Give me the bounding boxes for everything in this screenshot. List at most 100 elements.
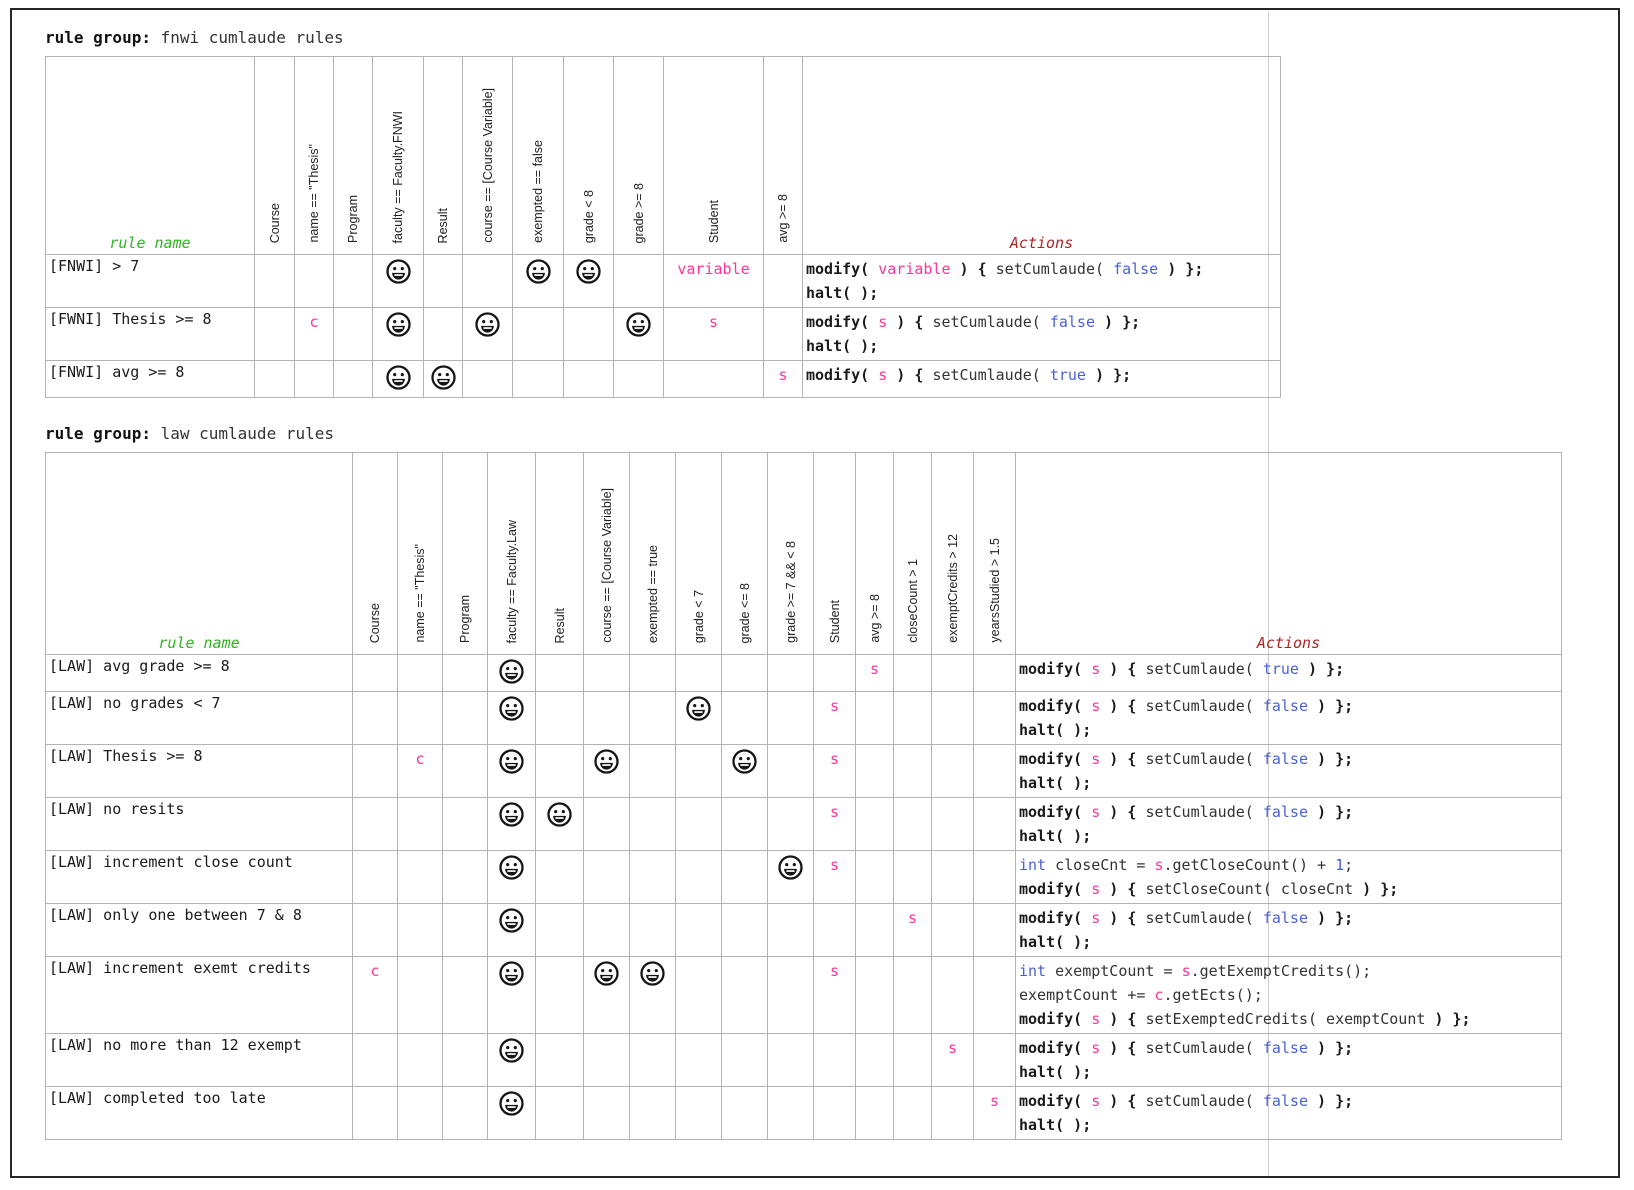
smiley-icon: [499, 1091, 524, 1116]
condition-cell: [535, 744, 584, 798]
condition-column-header: Program: [333, 56, 373, 255]
condition-column-header: yearsStudied > 1.5: [973, 452, 1016, 655]
action-code-line: modify( s ) { setCumlaude( true ) };: [1019, 657, 1558, 681]
condition-cell: [629, 956, 676, 1034]
condition-cell: [487, 654, 536, 692]
actions-cell: modify( s ) { setCumlaude( false ) };hal…: [802, 307, 1281, 361]
condition-cell: c: [397, 744, 443, 798]
code-token: setCumlaude(: [932, 366, 1050, 384]
condition-cell: [535, 1033, 584, 1087]
code-token: setCumlaude(: [1145, 803, 1263, 821]
code-token: halt( );: [1019, 827, 1092, 845]
rule-group-title: rule group: fnwi cumlaude rules: [45, 28, 1281, 47]
action-code-line: modify( s ) { setCumlaude( false ) };: [1019, 906, 1558, 930]
condition-cell: [767, 654, 814, 692]
condition-column-label: Course: [267, 202, 282, 243]
smiley-icon: [499, 659, 524, 684]
smiley-icon: [475, 312, 500, 337]
code-token: setCumlaude(: [932, 313, 1050, 331]
condition-column-label: Program: [346, 195, 360, 243]
code-token: false: [1262, 1092, 1308, 1110]
code-token: ) {: [887, 366, 933, 384]
smiley-icon: [686, 696, 711, 721]
rule-name-cell: [LAW] completed too late: [45, 1086, 353, 1140]
code-token: .getExemptCredits();: [1190, 962, 1372, 980]
condition-column-header: Student: [663, 56, 764, 255]
condition-cell: [675, 956, 722, 1034]
condition-column-header: course == [Course Variable]: [462, 56, 513, 255]
code-token: modify(: [1019, 1092, 1092, 1110]
condition-cell: [893, 797, 932, 851]
condition-cell: [931, 956, 974, 1034]
condition-cell: [613, 360, 664, 398]
condition-column-label: avg >= 8: [776, 194, 790, 243]
condition-cell: [333, 254, 373, 308]
code-token: true: [1262, 660, 1299, 678]
condition-cell: [973, 850, 1016, 904]
condition-cell: [613, 307, 664, 361]
condition-column-label: Course: [368, 602, 382, 643]
rule-name-cell: [FWNI] Thesis >= 8: [45, 307, 255, 361]
condition-column-label: grade < 8: [581, 189, 596, 243]
code-token: ) };: [1158, 260, 1204, 278]
code-token: s: [1091, 909, 1101, 927]
code-token: ) };: [1425, 1010, 1471, 1028]
condition-cell: [512, 307, 564, 361]
condition-column-header: faculty == Faculty.Law: [487, 452, 536, 655]
condition-column-header: closeCount > 1: [893, 452, 932, 655]
condition-cell: [535, 903, 584, 957]
condition-column-header: Program: [442, 452, 488, 655]
condition-cell: c: [294, 307, 334, 361]
condition-cell: [397, 1086, 443, 1140]
condition-column-label: exempted == false: [531, 140, 545, 243]
condition-cell: [462, 307, 513, 361]
actions-cell: int exemptCount = s.getExemptCredits();e…: [1015, 956, 1562, 1034]
rule-group-title: rule group: law cumlaude rules: [45, 424, 1562, 443]
condition-cell: [442, 850, 488, 904]
rule-name-cell: [LAW] Thesis >= 8: [45, 744, 353, 798]
condition-cell: [931, 654, 974, 692]
code-token: s: [1181, 962, 1191, 980]
condition-cell: [442, 744, 488, 798]
actions-header: Actions: [802, 56, 1281, 255]
condition-cell: [372, 360, 424, 398]
condition-cell: [583, 691, 630, 745]
condition-cell: [442, 654, 488, 692]
condition-cell: [442, 903, 488, 957]
code-token: ;: [1344, 856, 1354, 874]
action-code-line: modify( s ) { setCumlaude( true ) };: [806, 363, 1277, 387]
code-token: s: [878, 313, 888, 331]
code-token: setCumlaude(: [1145, 660, 1263, 678]
condition-cell: [583, 956, 630, 1034]
condition-column-header: name == "Thesis": [294, 56, 334, 255]
condition-cell: [767, 691, 814, 745]
code-token: ) };: [1095, 313, 1141, 331]
condition-cell: [352, 744, 398, 798]
condition-column-header: grade >= 8: [613, 56, 664, 255]
smiley-icon: [499, 802, 524, 827]
smiley-icon: [499, 961, 524, 986]
condition-cell: [397, 654, 443, 692]
condition-column-label: exemptCredits > 12: [945, 534, 960, 643]
binding-variable-text: s: [829, 803, 840, 821]
condition-cell: [721, 797, 768, 851]
condition-column-header: avg >= 8: [855, 452, 894, 655]
code-token: s: [1091, 1092, 1101, 1110]
code-token: ) };: [1298, 660, 1345, 678]
code-token: halt( );: [806, 284, 879, 302]
code-token: closeCnt =: [1046, 856, 1155, 874]
condition-cell: [442, 1033, 488, 1087]
condition-cell: [583, 903, 630, 957]
code-token: modify(: [806, 260, 879, 278]
condition-cell: [423, 254, 463, 308]
condition-cell: [583, 1086, 630, 1140]
code-token: exemptCount +=: [1019, 986, 1155, 1004]
condition-cell: s: [813, 744, 856, 798]
condition-cell: [563, 360, 614, 398]
condition-cell: [855, 903, 894, 957]
